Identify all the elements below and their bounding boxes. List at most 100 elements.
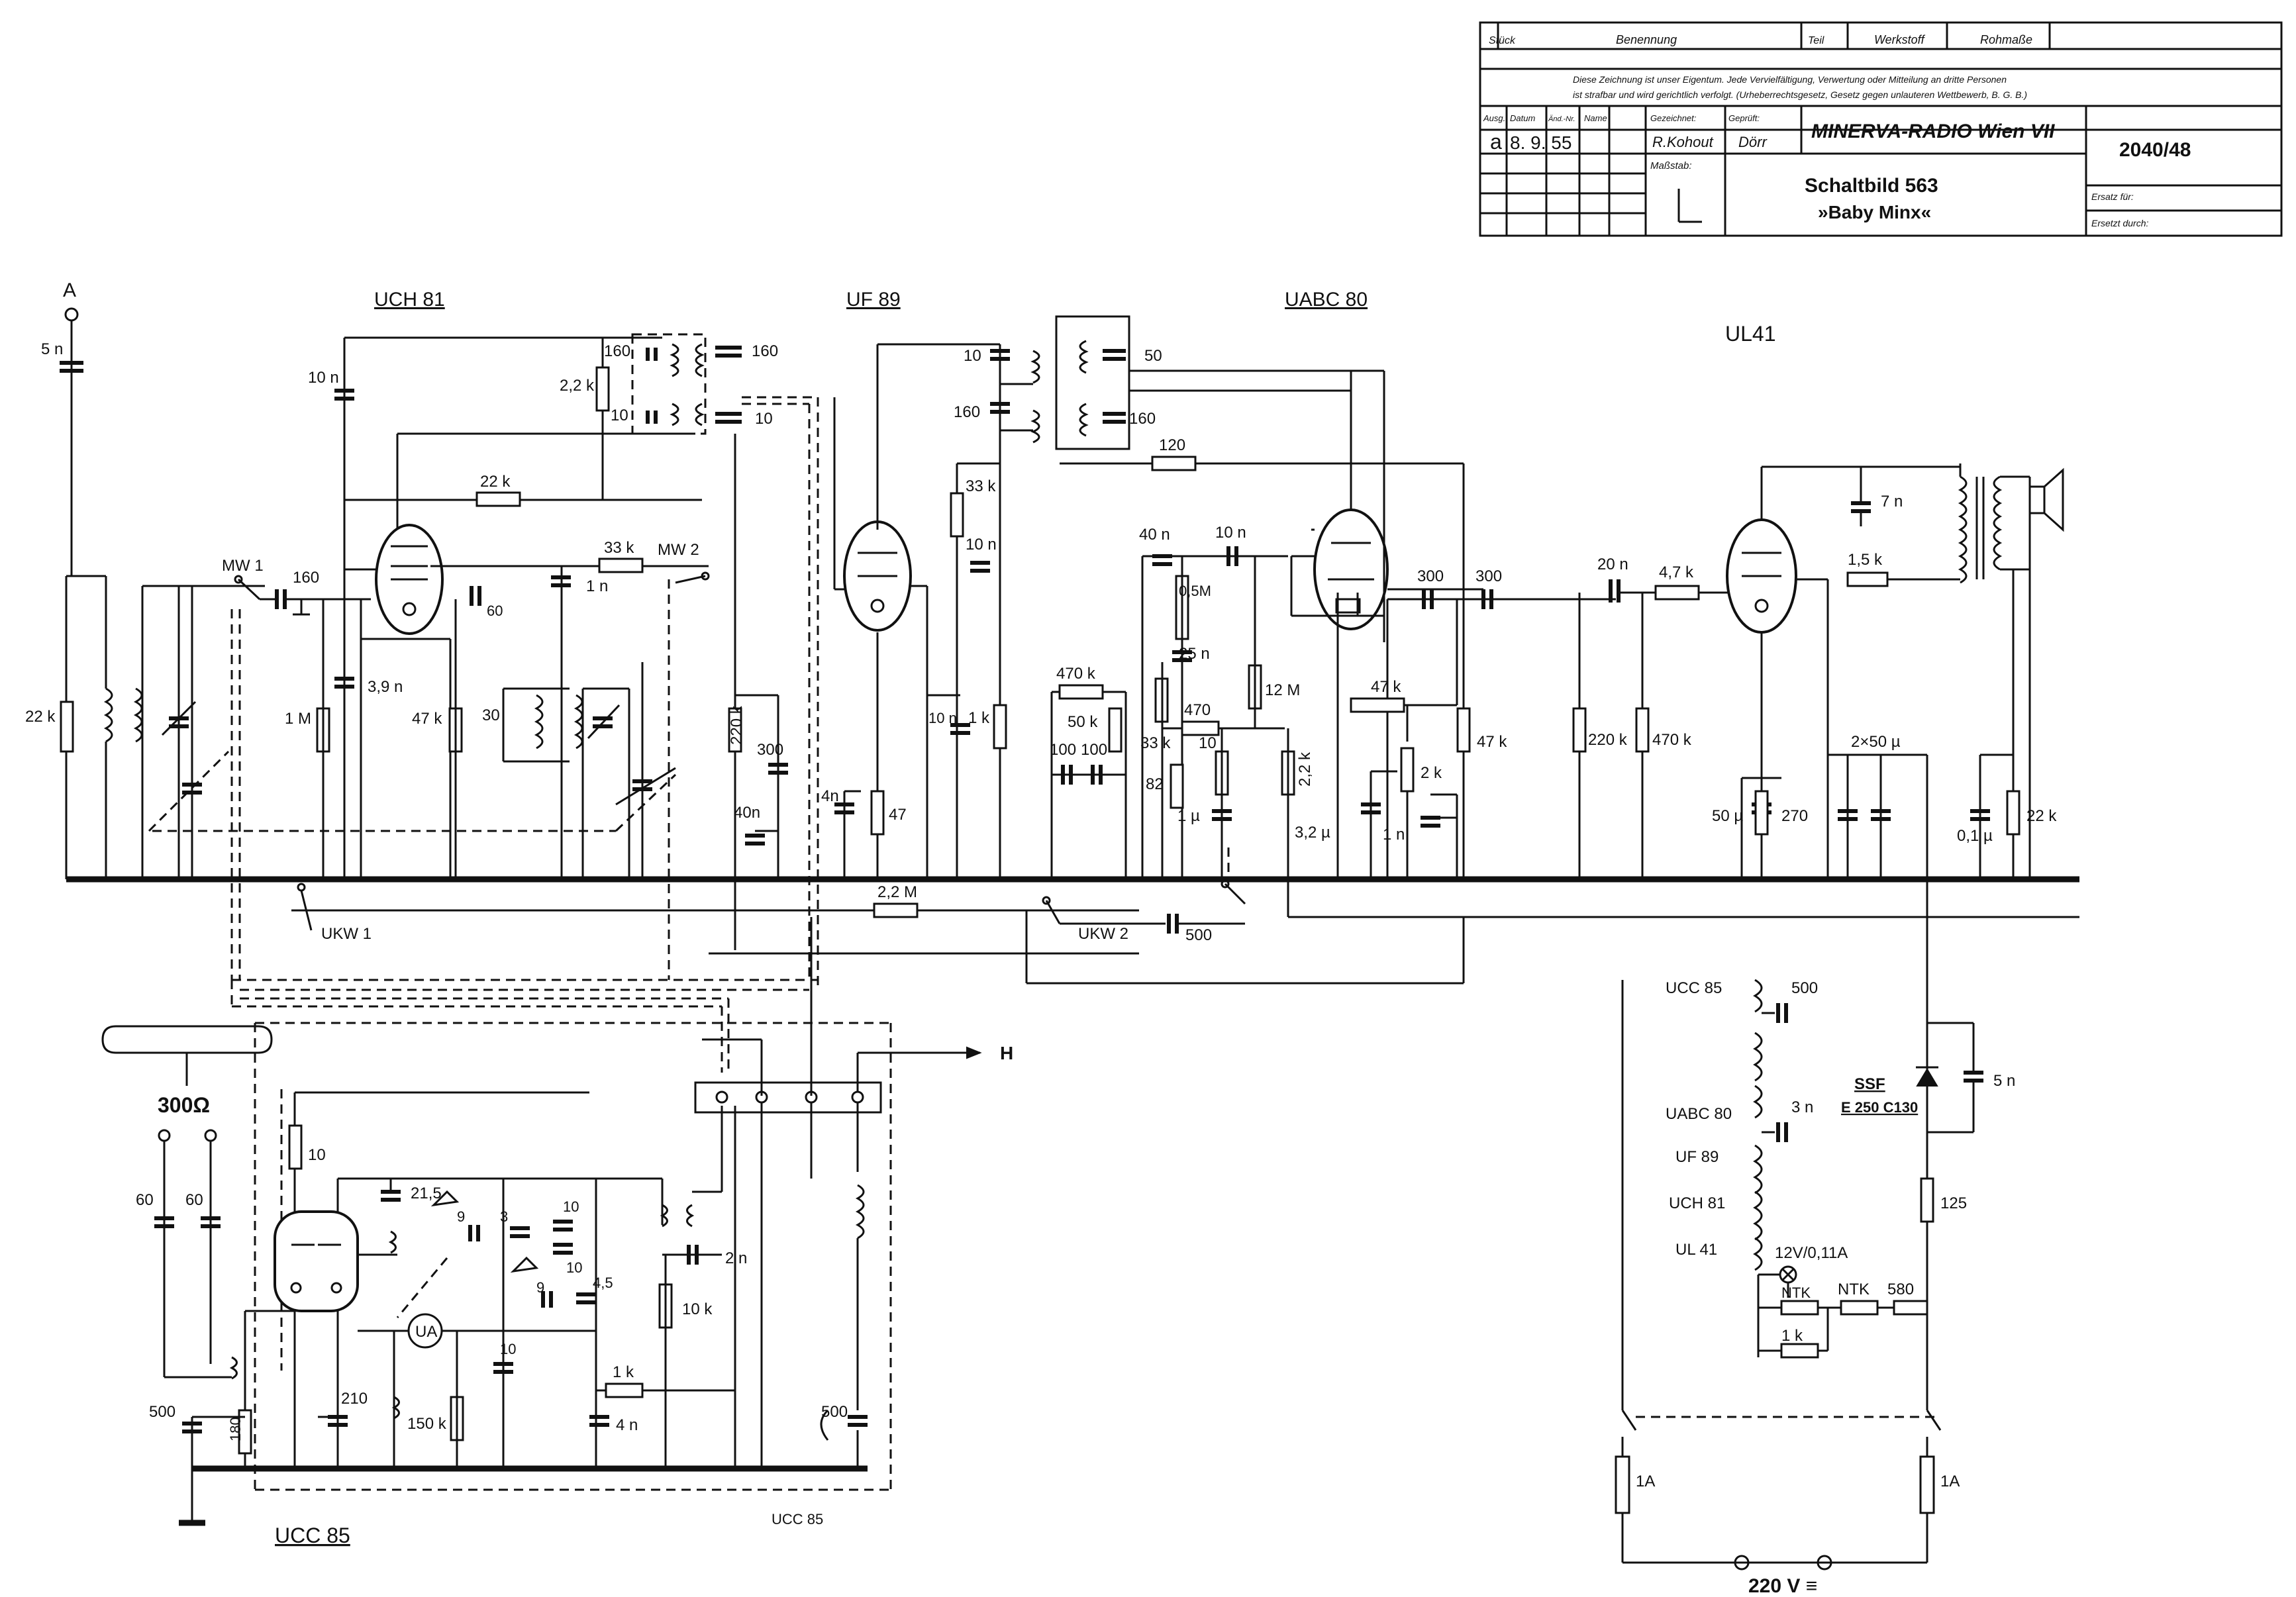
label-c10-ucca: 10 [563,1198,579,1215]
datum-value: 8. 9. 55 [1510,132,1572,153]
label-r47: 47 [889,806,907,824]
rectifier-diode-icon [1916,1066,1938,1087]
resistor-22k-top [475,491,521,507]
label-r33k-uf: 33 k [966,477,996,495]
heater-label-c500: 500 [1791,979,1818,997]
capacitor-100-b [1091,765,1103,785]
mains-terminal-right[interactable] [1817,1555,1832,1571]
label-c5n-rect: 5 n [1993,1072,2015,1090]
heater-label-uch81: UCH 81 [1669,1194,1725,1212]
label-c210: 210 [341,1390,368,1408]
tube-uf89 [843,520,912,632]
label-r33k: 33 k [604,539,634,557]
mains-switch-left[interactable] [1621,1410,1637,1431]
label-c50u: 50 µ [1712,807,1743,825]
drawing-number: 2040/48 [2119,139,2191,161]
label-pot05m: 0,5M [1179,583,1211,599]
label-r82: 82 [1146,775,1164,793]
label-c500-grid: 500 [149,1403,175,1421]
heater-label-r1k: 1 k [1781,1327,1803,1345]
switch-mw1[interactable] [234,575,261,601]
capacitor-7n [1851,501,1871,513]
heater-label-ucc85: UCC 85 [1666,979,1722,997]
ucc-output-coil [855,1184,865,1239]
tube-uabc80 [1313,508,1389,630]
capacitor-100-a [1061,765,1073,785]
output-transformer [1958,475,2003,584]
resistor-580 [1893,1300,1928,1316]
col-name: Name [1584,113,1607,123]
switch-ukw1[interactable] [297,883,313,931]
if-transformer-2-primary [1030,350,1040,384]
pilot-lamp-icon [1779,1265,1797,1284]
label-c10n-uf: 10 n [966,536,997,554]
switch-ukw2[interactable] [1042,879,1246,924]
resistor-33k-uf [950,492,964,538]
label-c300b: 300 [1475,567,1502,585]
dipole-terminal-left[interactable] [158,1129,171,1142]
capacitor-300-b [1481,589,1493,609]
dipole-terminal-right[interactable] [204,1129,217,1142]
label-c40n-uf: 40n [734,804,760,822]
potentiometer-2k[interactable] [1400,747,1415,793]
label-c300-uf: 300 [757,741,783,759]
resistor-33k-osc [598,557,644,573]
resistor-22k-ul [2006,790,2021,836]
heater-label-uabc80: UABC 80 [1666,1105,1732,1123]
notice-line-1: Diese Zeichnung ist unser Eigentum. Jede… [1573,74,2007,85]
label-r47k-abc2: 47 k [1477,733,1507,751]
label-c160-if1a: 160 [604,342,630,360]
mains-switch-right[interactable] [1926,1410,1942,1431]
label-c160-if1b: 160 [752,342,778,360]
ntc-resistor-1 [1780,1300,1819,1316]
massstab-label: Maßstab: [1650,160,1692,171]
mains-voltage-label: 220 V ≡ [1748,1575,1817,1597]
label-c21-5: 21,5 [411,1185,442,1202]
col-datum: Datum [1510,113,1535,123]
ausgabe-value: a [1490,130,1502,154]
label-r50k: 50 k [1068,713,1098,731]
resistor-125 [1920,1177,1934,1223]
capacitor-500-ukw [1167,914,1179,934]
connector-strip [694,1081,882,1114]
label-c1n: 1 n [586,577,608,595]
label-r470k: 470 k [1056,665,1096,683]
label-r33k-abc: 33 k [1140,734,1171,752]
label-c10n: 10 n [308,369,339,387]
if-transformer-1 [631,333,742,435]
label-r12m: 12 M [1265,681,1300,699]
label-300ohm: 300Ω [158,1093,210,1117]
tube-ul41 [1726,518,1797,634]
ntc-resistor-2 [1840,1300,1879,1316]
label-c2x50u: 2×50 µ [1851,733,1901,751]
capacitor-10n-top [334,389,354,401]
heater-label-r580: 580 [1887,1281,1914,1298]
ua-meter: UA [407,1313,443,1349]
label-r1k-ucc: 1 k [613,1363,634,1381]
label-fuse-left: 1A [1636,1473,1655,1490]
resistor-2k2-top [595,366,610,412]
mains-terminal-left[interactable] [1734,1555,1750,1571]
antenna-terminal[interactable]: A [63,279,79,322]
resistor-47k-abc [1350,697,1405,713]
resistor-1k-ucc [605,1382,644,1398]
geprueft-signature: Dörr [1738,134,1768,150]
label-c40n-abc: 40 n [1139,526,1170,544]
resistor-120 [1151,456,1197,471]
label-c10-if1a: 10 [611,407,628,424]
capacitor-3n9 [334,677,354,689]
capacitor-20n [1609,579,1621,603]
switch-mw2[interactable] [675,571,710,584]
switch-label-mw1: MW 1 [222,557,264,575]
header-rohmasse: Rohmaße [1980,33,2032,46]
header-stueck: Stück [1489,35,1516,46]
label-r220k-uf: 220 k [728,705,746,745]
label-r22k-top: 22 k [480,473,511,491]
label-c7n: 7 n [1881,493,1903,510]
doc-subtitle: »Baby Minx« [1818,202,1931,222]
tube-uch81 [375,524,444,635]
switch-label-mw2: MW 2 [658,541,699,559]
label-c10-if2a: 10 [964,347,981,365]
heater-label-c3n: 3 n [1791,1098,1813,1116]
